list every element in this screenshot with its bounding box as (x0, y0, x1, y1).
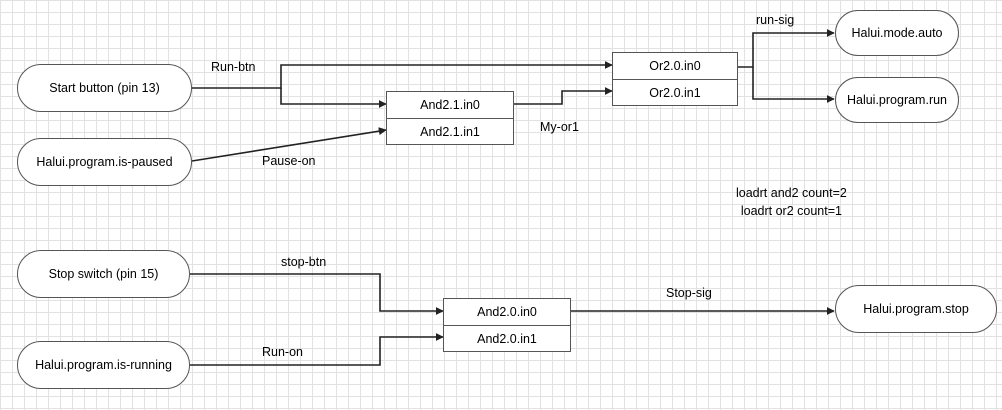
wire-run-sig-auto (738, 29, 835, 68)
note-line-and2: loadrt and2 count=2 (736, 186, 847, 200)
mode-auto-node: Halui.mode.auto (835, 10, 959, 56)
wire-pause-on (191, 127, 387, 162)
signal-label-stop-sig: Stop-sig (666, 286, 712, 300)
and2-0-gate: And2.0.in0 And2.0.in1 (443, 298, 571, 352)
or2-0-in1-port: Or2.0.in1 (613, 79, 737, 105)
signal-label-pause-on: Pause-on (262, 154, 316, 168)
or2-0-gate: Or2.0.in0 Or2.0.in1 (612, 52, 738, 106)
signal-label-my-or1: My-or1 (540, 120, 579, 134)
is-running-node: Halui.program.is-running (17, 341, 190, 389)
wire-run-btn-to-or-in0 (192, 61, 613, 89)
wire-run-sig-run (752, 67, 835, 103)
or2-0-in0-port: Or2.0.in0 (649, 59, 701, 73)
loadrt-notes: loadrt and2 count=2 loadrt or2 count=1 (736, 184, 847, 220)
wire-stop-btn (190, 273, 444, 315)
and2-1-in1-port: And2.1.in1 (387, 118, 513, 144)
is-paused-node: Halui.program.is-paused (17, 138, 192, 186)
and2-0-in0-port: And2.0.in0 (477, 305, 537, 319)
wire-run-btn-to-and21-in0 (280, 88, 387, 108)
and2-1-gate: And2.1.in0 And2.1.in1 (386, 91, 514, 145)
wire-run-on (190, 333, 444, 366)
stop-switch-node: Stop switch (pin 15) (17, 250, 190, 298)
signal-label-run-sig: run-sig (756, 13, 795, 27)
start-button-node: Start button (pin 13) (17, 64, 192, 112)
and2-0-in1-port: And2.0.in1 (444, 325, 570, 351)
signal-label-stop-btn: stop-btn (281, 255, 327, 269)
signal-label-run-btn: Run-btn (211, 60, 256, 74)
wire-my-or1 (514, 87, 613, 105)
signal-label-run-on: Run-on (262, 345, 303, 359)
note-line-or2: loadrt or2 count=1 (740, 204, 842, 218)
and2-1-in0-port: And2.1.in0 (420, 98, 480, 112)
program-run-node: Halui.program.run (835, 77, 959, 123)
program-stop-node: Halui.program.stop (835, 285, 997, 333)
